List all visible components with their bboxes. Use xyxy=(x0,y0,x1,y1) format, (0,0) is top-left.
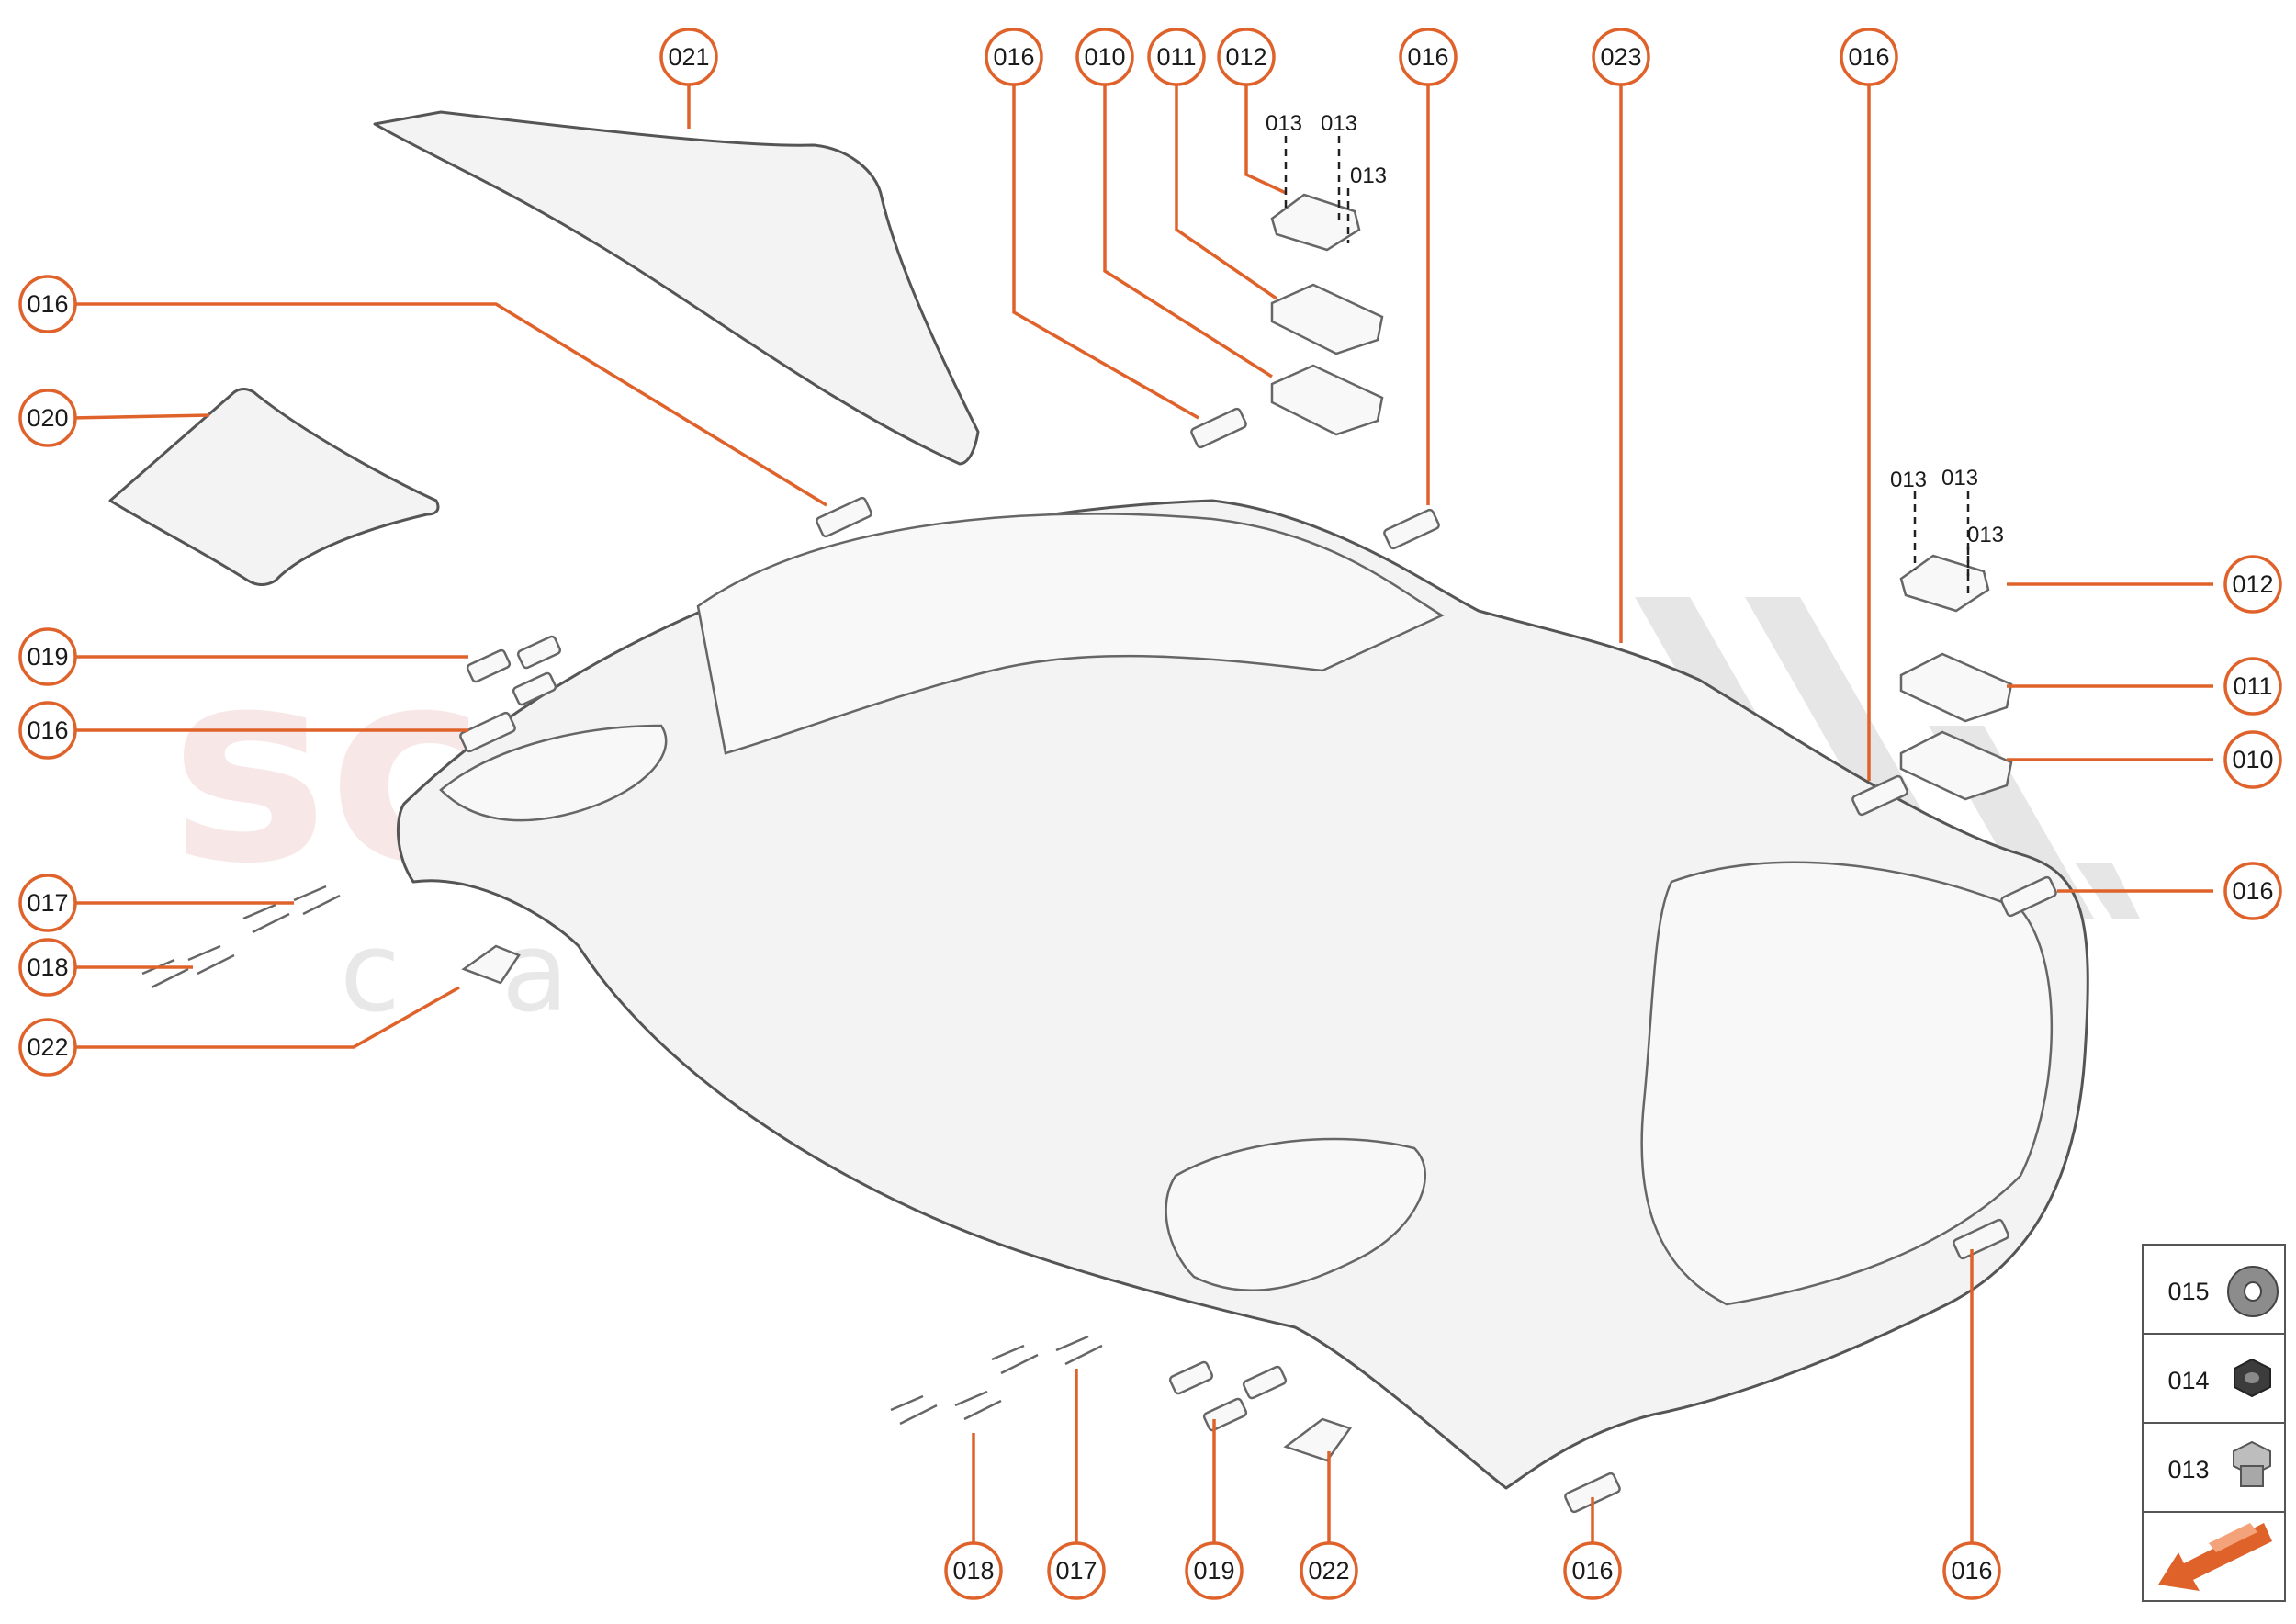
liner-part xyxy=(108,388,440,586)
svg-text:019: 019 xyxy=(1193,1557,1234,1585)
leader-lines xyxy=(70,80,2213,1548)
legend-label: 015 xyxy=(2167,1278,2209,1305)
svg-text:017: 017 xyxy=(27,889,68,917)
callout-016[interactable]: 016 xyxy=(1563,1541,1622,1600)
svg-text:016: 016 xyxy=(1951,1557,1992,1585)
svg-text:018: 018 xyxy=(952,1557,994,1585)
svg-text:016: 016 xyxy=(1848,43,1889,71)
svg-text:022: 022 xyxy=(1308,1557,1349,1585)
svg-text:022: 022 xyxy=(27,1033,68,1061)
svg-text:016: 016 xyxy=(1571,1557,1613,1585)
bolt-label: 013 xyxy=(1967,523,2004,547)
callout-016[interactable]: 016 xyxy=(2223,862,2282,920)
direction-arrow-icon xyxy=(2158,1523,2272,1591)
callouts: 021 016 010 011 012 016 023 016 016 020 … xyxy=(18,28,2282,1600)
svg-text:020: 020 xyxy=(27,404,68,432)
legend-label: 014 xyxy=(2167,1367,2209,1394)
bolt-icon xyxy=(2233,1440,2271,1487)
svg-text:011: 011 xyxy=(1156,43,1196,71)
svg-text:016: 016 xyxy=(27,290,68,318)
cover-part xyxy=(373,110,980,466)
callout-022[interactable]: 022 xyxy=(18,1018,77,1077)
bolt-label: 013 xyxy=(1350,164,1387,188)
plate-parts-top xyxy=(1270,193,1384,436)
callout-016[interactable]: 016 xyxy=(1942,1541,2001,1600)
callout-010[interactable]: 010 xyxy=(2223,730,2282,789)
seal-parts xyxy=(459,407,2057,1514)
nut-icon xyxy=(2234,1358,2271,1398)
callout-010[interactable]: 010 xyxy=(1075,28,1134,86)
callout-012[interactable]: 012 xyxy=(1217,28,1276,86)
callout-021[interactable]: 021 xyxy=(659,28,718,86)
callout-017[interactable]: 017 xyxy=(1047,1541,1106,1600)
callout-016[interactable]: 016 xyxy=(18,275,77,333)
callout-016[interactable]: 016 xyxy=(985,28,1043,86)
svg-text:010: 010 xyxy=(2232,746,2273,773)
svg-text:019: 019 xyxy=(27,643,68,671)
bonnet-part xyxy=(396,499,2089,1490)
svg-text:016: 016 xyxy=(993,43,1034,71)
washer-icon xyxy=(2227,1266,2279,1317)
bolt-dash-lines xyxy=(1284,136,1970,597)
svg-text:012: 012 xyxy=(1225,43,1266,71)
parts-legend: 015 014 013 xyxy=(2142,1244,2286,1602)
svg-text:018: 018 xyxy=(27,953,68,981)
bolt-label: 013 xyxy=(1266,111,1302,136)
callout-020[interactable]: 020 xyxy=(18,389,77,447)
svg-text:016: 016 xyxy=(2232,877,2273,905)
callout-016[interactable]: 016 xyxy=(18,701,77,760)
callout-019[interactable]: 019 xyxy=(18,627,77,686)
svg-text:011: 011 xyxy=(2233,672,2272,700)
callout-018[interactable]: 018 xyxy=(944,1541,1003,1600)
bolt-label: 013 xyxy=(1890,468,1927,492)
svg-text:023: 023 xyxy=(1600,43,1641,71)
bolt-label: 013 xyxy=(1321,111,1357,136)
legend-label: 013 xyxy=(2167,1456,2209,1483)
callout-012[interactable]: 012 xyxy=(2223,555,2282,614)
svg-text:021: 021 xyxy=(668,43,709,71)
svg-text:016: 016 xyxy=(1407,43,1448,71)
svg-text:017: 017 xyxy=(1055,1557,1097,1585)
callout-016[interactable]: 016 xyxy=(1399,28,1458,86)
callout-017[interactable]: 017 xyxy=(18,874,77,932)
callout-019[interactable]: 019 xyxy=(1185,1541,1244,1600)
callout-011[interactable]: 011 xyxy=(2223,657,2282,716)
callout-011[interactable]: 011 xyxy=(1147,28,1206,86)
bolt-labels: 013 013 013 013 013 013 xyxy=(1266,111,2004,547)
bolt-label: 013 xyxy=(1941,466,1978,491)
callout-022[interactable]: 022 xyxy=(1300,1541,1358,1600)
plate-parts-right xyxy=(1899,554,2013,801)
callout-023[interactable]: 023 xyxy=(1592,28,1650,86)
svg-text:016: 016 xyxy=(27,716,68,744)
svg-text:012: 012 xyxy=(2232,570,2273,598)
callout-018[interactable]: 018 xyxy=(18,938,77,997)
svg-text:010: 010 xyxy=(1084,43,1125,71)
callout-016[interactable]: 016 xyxy=(1840,28,1898,86)
